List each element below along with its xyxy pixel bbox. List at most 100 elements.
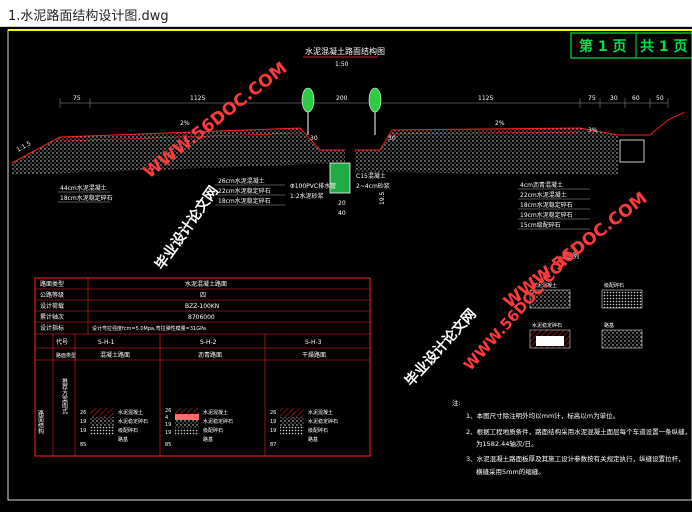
road-cross-section (11, 111, 686, 194)
row-label-4: 累计轴次 (40, 313, 64, 321)
code-1: S-H-1 (98, 339, 115, 346)
center-dim-2: 40 (338, 210, 346, 217)
type-1: 混凝土路面 (100, 351, 130, 359)
window-title: 1.水泥路面结构设计图.dwg (8, 9, 169, 24)
codes-header: 代号 (56, 338, 68, 346)
col2-num-2: 4 (165, 415, 168, 421)
dim-8: 50 (656, 95, 664, 102)
legend-title: 图例 (565, 251, 579, 260)
legend-a-4: 路基 (118, 436, 128, 443)
layer-mid-3: 18cm水泥稳定碎石 (218, 197, 271, 205)
scheme-2 (175, 408, 199, 436)
legend-a-1: 水泥混凝土 (118, 409, 143, 416)
row-label-3: 设计荷载 (40, 302, 64, 310)
note-3: 3、水泥混凝土路面板厚及其施工设计参数按有关规定执行，纵缝设置拉杆， (466, 454, 685, 463)
slope-5: 2% (495, 120, 505, 127)
slope-1: 1:1.5 (16, 140, 33, 154)
scheme-3 (280, 408, 304, 435)
col3-num-4: 87 (270, 442, 276, 448)
col1-num-1: 26 (80, 410, 86, 416)
col1-num-4: 85 (80, 442, 86, 448)
center-label-3: C15混凝土 (356, 172, 386, 180)
side-ditch (619, 139, 645, 163)
note-1: 1、本图尺寸除注明外均以mm计，标高以m为单位。 (466, 411, 619, 420)
col1-num-2: 19 (80, 419, 86, 425)
tree-right-icon (368, 87, 382, 135)
layer-right-4: 19cm水泥稳定碎石 (520, 211, 573, 219)
cad-drawing: 第 1 页 共 1 页 水泥混凝土路面结构图 1:50 75 1125 200 … (7, 29, 692, 501)
design-table (34, 277, 371, 457)
row-label-1: 路面类型 (40, 280, 64, 288)
center-dim-1: 20 (338, 200, 346, 207)
note-2: 2、根据工程地质条件，路面结构采用水泥混凝土面层每个车道设置一条纵缝， (466, 427, 691, 436)
slope-4: 30 (388, 135, 396, 142)
col1-num-3: 19 (80, 428, 86, 434)
legend-c-1: 水泥混凝土 (308, 409, 333, 416)
type-2: 沥青路面 (198, 351, 222, 359)
types-header: 路面类型 (56, 352, 76, 359)
slope-6: 3% (588, 127, 598, 134)
center-label-1: Φ100PVC排水管 (290, 182, 336, 190)
center-label-2: 1:2水泥砂浆 (290, 192, 324, 200)
note-3b: 横缝采用5mm的缩缝。 (476, 467, 545, 476)
total-label: 共 1 页 (640, 38, 688, 55)
col2-num-1: 26 (165, 408, 171, 414)
col2-num-4: 19 (165, 430, 171, 436)
dim-3: 200 (336, 95, 348, 102)
row-value-2: 四 (200, 292, 206, 299)
vertical-label: 推荐方案图式 (61, 377, 68, 414)
code-3: S-H-3 (305, 339, 322, 346)
row-value-1: 水泥混凝土路面 (185, 280, 227, 288)
layer-left-1: 44cm水泥混凝土 (60, 184, 107, 192)
legend-b-4: 路基 (203, 436, 213, 443)
side-label: 路面结构 (37, 409, 44, 435)
page-label: 第 1 页 (579, 38, 627, 55)
drawing-title: 水泥混凝土路面结构图 (305, 46, 385, 56)
dim-7: 60 (632, 95, 640, 102)
row-value-5: 设计弯拉强度fcm=5.0Mpa,弯拉弹性模量=31GPa (92, 325, 206, 332)
note-2b: 为1582.44轴次/日。 (476, 439, 538, 448)
row-value-4: 8706000 (188, 314, 215, 321)
legend-a-2: 水泥稳定碎石 (118, 418, 148, 425)
dim-4: 1125 (478, 95, 493, 102)
slope-3: 30 (310, 135, 318, 142)
layer-mid-1: 26cm水泥混凝土 (218, 177, 265, 185)
drainage-box (329, 162, 351, 194)
slope-2: 2% (180, 120, 190, 127)
layer-mid-2: 22cm水泥稳定碎石 (218, 187, 271, 195)
layer-right-2: 22cm水泥混凝土 (520, 191, 567, 199)
dim-1: 75 (73, 95, 81, 102)
top-dimensions (59, 98, 669, 108)
type-3: 干燥路面 (302, 351, 326, 359)
page-box: 第 1 页 共 1 页 (570, 32, 692, 59)
dim-6: 30 (610, 95, 618, 102)
legend-item-4: 路基 (604, 322, 614, 329)
dim-2: 1125 (190, 95, 205, 102)
legend-c-2: 水泥稳定碎石 (308, 418, 338, 425)
legend-b-1: 水泥混凝土 (203, 409, 228, 416)
drawing-scale: 1:50 (335, 61, 349, 68)
col2-num-3: 19 (165, 422, 171, 428)
legend-item-1: 水泥混凝土 (532, 282, 557, 289)
center-label-4: 2~4cm砂浆 (356, 182, 390, 190)
legend-item-3: 水泥稳定碎石 (532, 322, 562, 329)
legend-c-4: 路基 (308, 436, 318, 443)
notes-header: 注: (452, 398, 461, 407)
row-label-2: 公路等级 (40, 291, 64, 299)
layer-right-5: 15cm级配碎石 (520, 221, 561, 229)
col2-num-5: 85 (165, 442, 171, 448)
row-value-3: BZZ-100KN (185, 303, 219, 310)
dim-5: 75 (588, 95, 596, 102)
legend-c-3: 级配碎石 (308, 427, 328, 434)
legend-item-2: 级配碎石 (604, 282, 624, 289)
layer-right-1: 4cm沥青混凝土 (520, 181, 563, 189)
col3-num-1: 26 (270, 410, 276, 416)
legend-b-3: 级配碎石 (203, 427, 223, 434)
col3-num-3: 19 (270, 428, 276, 434)
cad-canvas[interactable]: 第 1 页 共 1 页 水泥混凝土路面结构图 1:50 75 1125 200 … (0, 27, 692, 507)
center-dim-3: 19.5 (379, 191, 386, 205)
legend-b-2: 水泥稳定碎石 (203, 418, 233, 425)
scheme-1 (90, 408, 114, 435)
tree-left-icon (301, 87, 315, 135)
code-2: S-H-2 (200, 339, 217, 346)
